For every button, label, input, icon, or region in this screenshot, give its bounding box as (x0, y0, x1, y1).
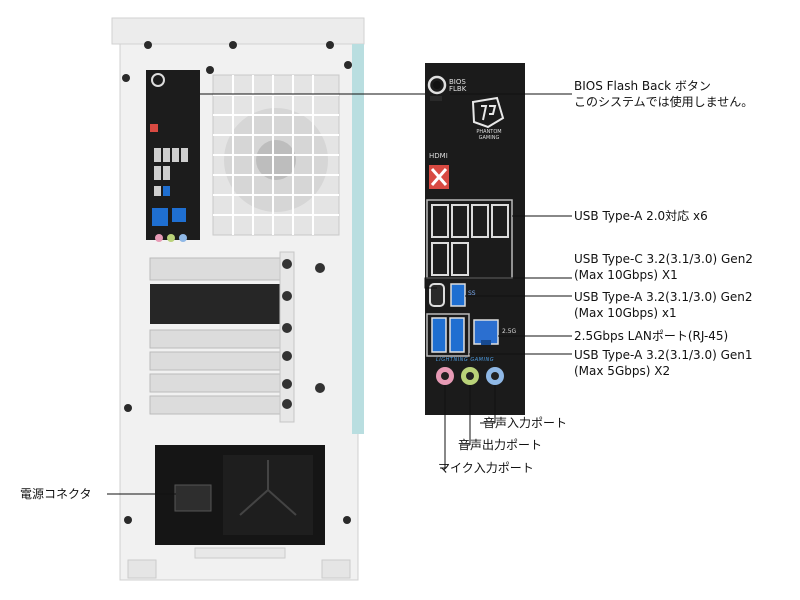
label-mic-in: マイク入力ポート (438, 461, 534, 475)
usb-c-port (429, 283, 445, 307)
usb-a-gen2-port (450, 283, 466, 307)
label-lan: 2.5Gbps LANポート(RJ-45) (574, 329, 729, 343)
case-screws (122, 41, 352, 524)
side-glass-edge (352, 44, 364, 434)
label-usb-a20: USB Type-A 2.0対応 x6 (574, 209, 708, 223)
usb-a20-ports (431, 204, 509, 276)
leader-lines (107, 93, 572, 495)
bios-flashback-button (427, 75, 447, 95)
usb-a-gen1-port-1 (431, 317, 447, 353)
label-audio-out: 音声出力ポート (458, 438, 543, 452)
case-foot-right (321, 559, 351, 579)
power-inlet (174, 484, 212, 512)
label-bios-flashback: BIOS Flash Back ボタン このシステムでは使用しません。 (574, 79, 754, 109)
label-usb-a-gen1: USB Type-A 3.2(3.1/3.0) Gen1 (Max 5Gbps)… (574, 348, 753, 378)
lightning-text: LIGHTNING GAMING (436, 357, 495, 363)
expansion-slots (149, 251, 325, 423)
phantom-gaming-logo (471, 96, 505, 129)
case-top (111, 17, 365, 45)
lan-speed-text: 2.5G (502, 328, 517, 335)
label-power-connector: 電源コネクタ (20, 487, 92, 501)
usb-a-gen1-port-2 (449, 317, 465, 353)
label-usb-c: USB Type-C 3.2(3.1/3.0) Gen2 (Max 10Gbps… (574, 252, 753, 282)
label-audio-in: 音声入力ポート (483, 416, 568, 430)
hdmi-text: HDMI (429, 152, 448, 160)
lan-port (473, 319, 499, 345)
usb-a-gen1-group (426, 313, 470, 357)
ss-logo-text: SS (468, 290, 476, 297)
label-usb-a-gen2: USB Type-A 3.2(3.1/3.0) Gen2 (Max 10Gbps… (574, 290, 753, 320)
case-foot-left (127, 559, 157, 579)
